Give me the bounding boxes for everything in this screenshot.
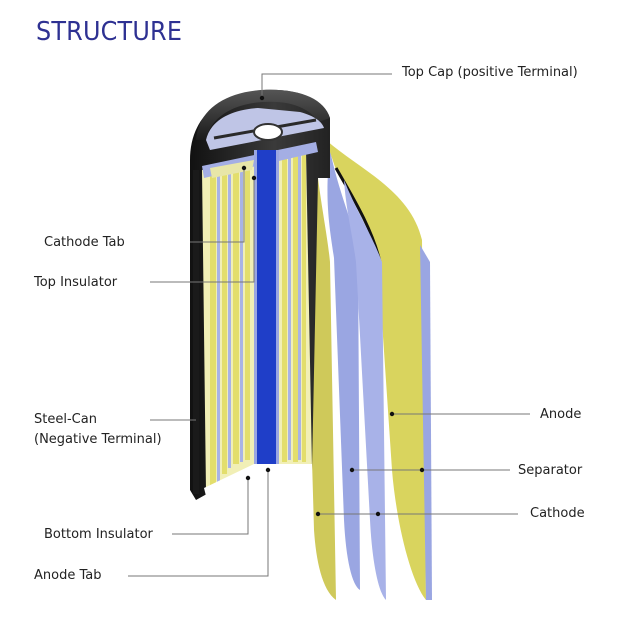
core [256,150,276,466]
unrolled-layers [305,140,432,600]
separator-layer-1 [327,150,360,590]
label-steel-can-line2: (Negative Terminal) [34,432,162,447]
jelly-roll [193,142,318,496]
label-cathode-tab: Cathode Tab [44,235,125,250]
label-bottom-insulator: Bottom Insulator [44,527,153,542]
label-steel-can: Steel-Can (Negative Terminal) [34,410,162,450]
label-steel-can-line1: Steel-Can [34,412,97,427]
label-top-insulator: Top Insulator [34,275,118,290]
label-separator: Separator [518,463,583,478]
separator-layer-2 [420,245,432,600]
top-cap [196,89,330,150]
diagram-title: STRUCTURE [36,17,183,47]
label-cathode: Cathode [530,506,585,521]
label-top-cap: Top Cap (positive Terminal) [402,65,578,80]
anode-layer-outer [326,140,426,600]
leader-lines [128,73,530,577]
label-anode-tab: Anode Tab [34,568,102,583]
label-anode: Anode [540,407,582,422]
leader-dots [241,95,425,517]
separator-layer-3 [344,180,386,600]
